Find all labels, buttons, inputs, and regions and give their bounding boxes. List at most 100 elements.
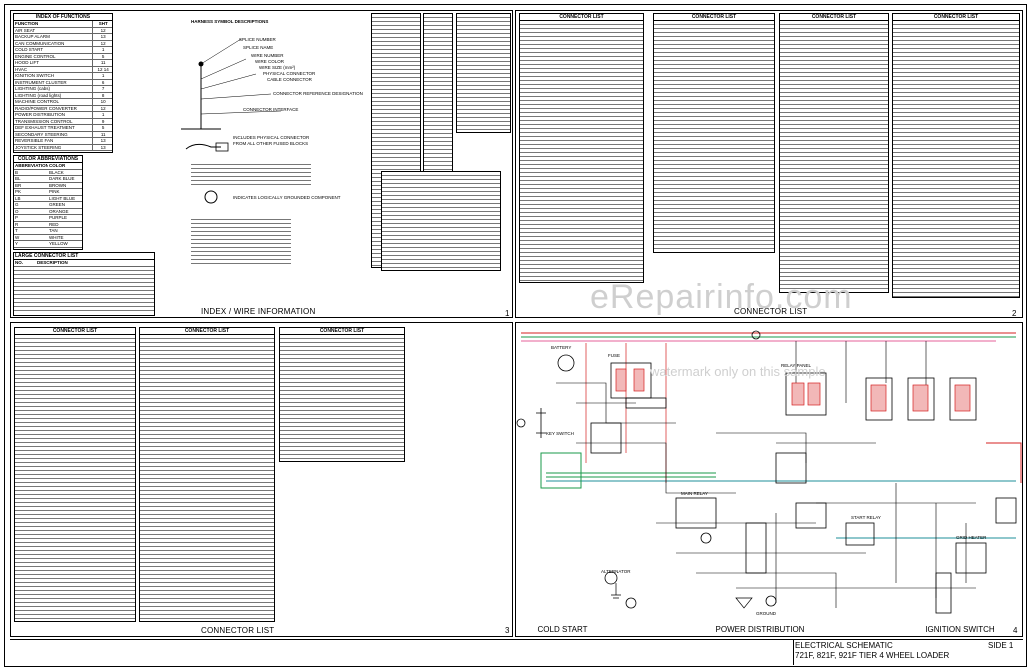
color-row: O ORANGE bbox=[14, 208, 82, 215]
color-abbrev-title: COLOR ABBREVIATIONS bbox=[14, 156, 82, 163]
symbol-cable-connector: CABLE CONNECTOR bbox=[267, 77, 312, 82]
symbol-wire-size: WIRE SIZE (mm²) bbox=[259, 65, 296, 70]
index-row: ENGINE CONTROL 5 bbox=[14, 53, 112, 60]
color-abbrev: T bbox=[15, 228, 18, 233]
conn-list-3b: CONNECTOR LIST bbox=[139, 327, 275, 622]
index-sheet: 12 14 bbox=[92, 66, 112, 72]
color-name: RED bbox=[49, 221, 59, 227]
color-abbrev: R bbox=[15, 221, 19, 227]
color-name: TAN bbox=[49, 228, 58, 233]
note-fused-blocks: FROM ALL OTHER FUSED BLOCKS bbox=[233, 141, 309, 146]
label-battery: BATTERY bbox=[551, 345, 572, 350]
color-abbrev: O bbox=[15, 208, 19, 214]
index-sheet: 11 bbox=[92, 60, 112, 66]
label-key-switch: KEY SWITCH bbox=[546, 431, 574, 436]
label-alternator: ALTERNATOR bbox=[601, 569, 631, 574]
conn-list-2a-title: CONNECTOR LIST bbox=[520, 14, 643, 21]
note-physical-connector: INCLUDES PHYSICAL CONNECTOR bbox=[233, 135, 310, 140]
label-ground: GROUND bbox=[756, 611, 776, 616]
large-conn-col-desc: DESCRIPTION bbox=[37, 260, 68, 265]
index-col-function: FUNCTION bbox=[15, 21, 39, 26]
symbol-notes-text bbox=[191, 161, 311, 185]
symbol-wire-color: WIRE COLOR bbox=[255, 59, 285, 64]
panel1-label: INDEX / WIRE INFORMATION bbox=[201, 307, 316, 316]
conn-list-2c: CONNECTOR LIST bbox=[779, 13, 889, 293]
index-sheet: 5 bbox=[92, 53, 112, 59]
index-function: RADIO/POWER CONVERTER bbox=[15, 105, 77, 111]
conn-list-3c: CONNECTOR LIST bbox=[279, 327, 405, 462]
color-name: PURPLE bbox=[49, 215, 68, 220]
label-cold-start: COLD START bbox=[537, 625, 588, 634]
conn-list-3a: CONNECTOR LIST bbox=[14, 327, 136, 622]
index-sheet: 13 bbox=[92, 144, 112, 150]
index-row: LIGHTING (road lights) 8 bbox=[14, 92, 112, 99]
color-name: YELLOW bbox=[49, 241, 68, 246]
color-abbrev: LB bbox=[15, 195, 21, 201]
large-connector-list-table: LARGE CONNECTOR LIST NO.DESCRIPTION bbox=[13, 252, 155, 316]
index-function: IGNITION SWITCH bbox=[15, 73, 54, 78]
index-sheet: 1 bbox=[92, 47, 112, 53]
index-col-sht: SHT bbox=[92, 21, 112, 27]
panel4-number: 4 bbox=[1013, 626, 1018, 635]
symbol-physical-connector: PHYSICAL CONNECTOR bbox=[263, 71, 316, 76]
color-abbrev: BR bbox=[15, 182, 22, 188]
title-block: ELECTRICAL SCHEMATIC SIDE 1 721F, 821F, … bbox=[10, 639, 1023, 665]
index-sheet: 6 bbox=[92, 79, 112, 85]
index-function: BACKUP ALARM bbox=[15, 34, 50, 39]
color-abbrev: W bbox=[15, 234, 20, 240]
label-start-relay: START RELAY bbox=[851, 515, 881, 520]
index-function: COLD START bbox=[15, 47, 44, 52]
color-name: DARK BLUE bbox=[49, 176, 75, 181]
conn-list-2b: CONNECTOR LIST bbox=[653, 13, 775, 253]
label-main-relay: MAIN RELAY bbox=[681, 491, 708, 496]
index-function: LIGHTING (road lights) bbox=[15, 92, 62, 98]
index-row: LIGHTING (cabs)7 bbox=[14, 86, 112, 93]
index-function: LIGHTING (cabs) bbox=[15, 86, 51, 91]
color-abbrev: P bbox=[15, 215, 19, 220]
label-fuse: FUSE bbox=[608, 353, 621, 358]
panel-connector-list-2: CONNECTOR LIST CONNECTOR LIST CONNECTOR … bbox=[515, 10, 1023, 318]
index-row: COLD START 1 bbox=[14, 47, 112, 54]
index-function: MACHINE CONTROL bbox=[15, 99, 60, 104]
index-function: REVERSIBLE FAN bbox=[15, 138, 54, 143]
symbol-connector-interface: CONNECTOR INTERFACE bbox=[243, 107, 299, 112]
title-side: SIDE 1 bbox=[988, 641, 1014, 650]
color-name: PINK bbox=[49, 189, 60, 194]
index-function: HVAC bbox=[15, 66, 28, 72]
index-function: ENGINE CONTROL bbox=[15, 53, 56, 59]
color-col-abbrev: ABBREVIATION bbox=[15, 163, 48, 168]
color-name: LIGHT BLUE bbox=[49, 195, 76, 201]
conn-list-2d-title: CONNECTOR LIST bbox=[893, 14, 1019, 21]
color-name: ORANGE bbox=[49, 208, 69, 214]
symbol-splice-name: SPLICE NAME bbox=[243, 45, 274, 50]
color-abbrev: PK bbox=[15, 189, 22, 194]
title-line1: ELECTRICAL SCHEMATIC bbox=[795, 641, 893, 650]
schematic-sheet bbox=[4, 4, 1027, 667]
symbol-connector-ref: CONNECTOR REFERENCE DESIGNATION bbox=[273, 91, 363, 96]
label-ignition-switch: IGNITION SWITCH bbox=[925, 625, 995, 634]
index-function: TRANSMISSION CONTROL bbox=[15, 118, 73, 124]
conn-list-3b-title: CONNECTOR LIST bbox=[140, 328, 274, 335]
color-name: GREEN bbox=[49, 202, 66, 207]
color-abbrev: B bbox=[15, 169, 19, 175]
index-function: SECONDARY STEERING bbox=[15, 131, 68, 137]
panel2-label: CONNECTOR LIST bbox=[734, 307, 808, 316]
index-function: JOYSTICK STEERING bbox=[15, 144, 62, 150]
conn-list-2d: CONNECTOR LIST bbox=[892, 13, 1020, 298]
color-abbrev: G bbox=[15, 202, 19, 207]
watermark-main: eRepairinfo.com bbox=[590, 278, 853, 316]
symbol-wire-number: WIRE NUMBER bbox=[251, 53, 284, 58]
index-sheet: 8 bbox=[92, 92, 112, 98]
label-grid-heater: GRID HEATER bbox=[956, 535, 987, 540]
color-row: LB LIGHT BLUE bbox=[14, 195, 82, 202]
color-name: BROWN bbox=[49, 182, 67, 188]
